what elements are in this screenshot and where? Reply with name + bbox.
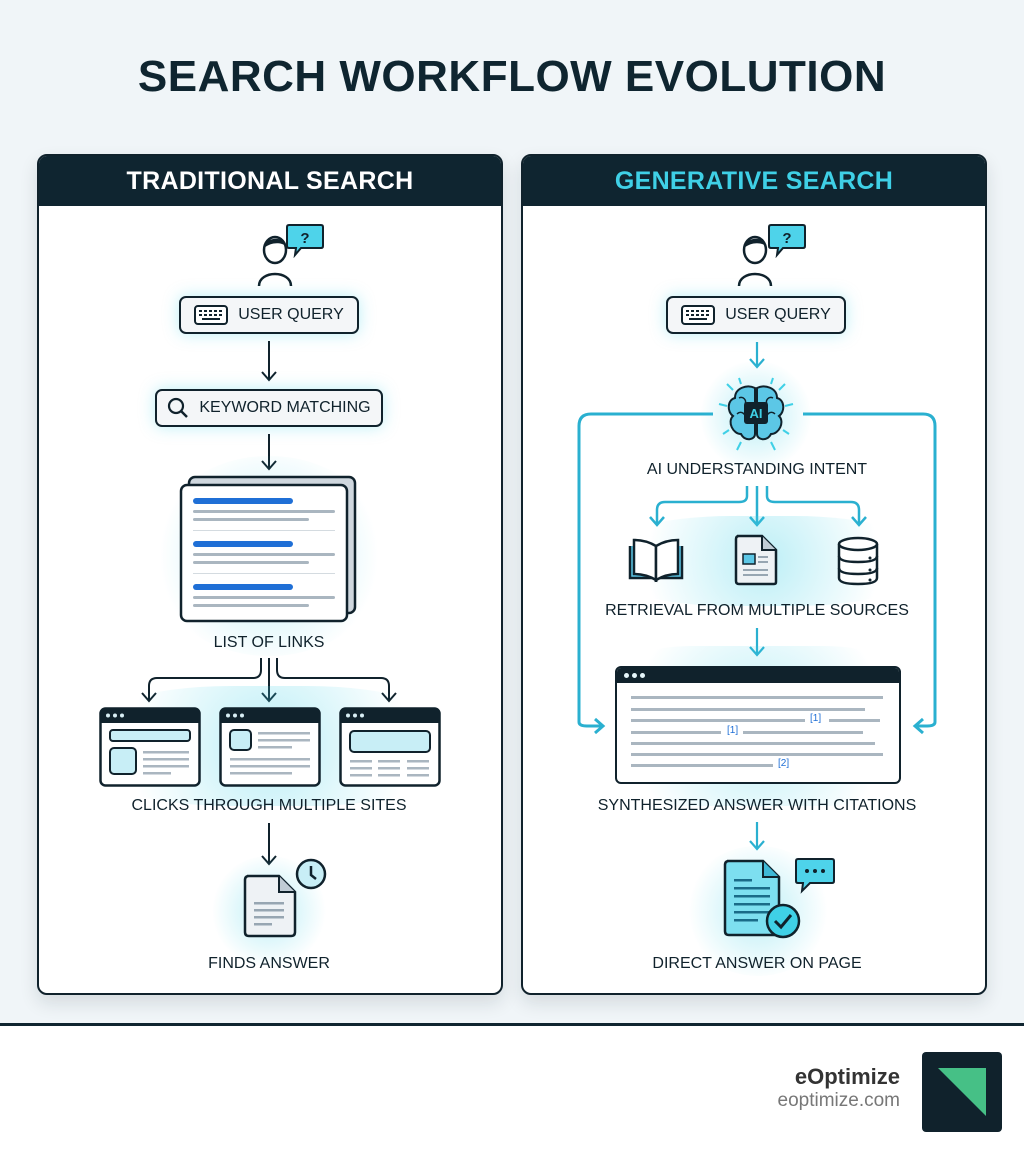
user-query-step: USER QUERY: [666, 296, 846, 334]
clock-icon: [295, 858, 327, 890]
page-title: SEARCH WORKFLOW EVOLUTION: [137, 52, 887, 101]
retrieval-label: RETRIEVAL FROM MULTIPLE SOURCES: [605, 602, 909, 619]
brand-name: eOptimize: [794, 1064, 900, 1089]
finds-answer-label: FINDS ANSWER: [208, 955, 330, 972]
keyword-matching-label: KEYWORD MATCHING: [199, 399, 371, 416]
browser-window-icon: [99, 707, 201, 787]
question-bubble-icon: ?: [768, 224, 806, 258]
clicks-through-label: CLICKS THROUGH MULTIPLE SITES: [131, 797, 407, 814]
synthesized-answer-window: [1] [1] [2]: [615, 666, 901, 784]
generative-search-header: GENERATIVE SEARCH: [523, 156, 985, 206]
user-icon: [737, 235, 773, 287]
list-of-links-label: LIST OF LINKS: [213, 634, 325, 651]
bypass-flow-lines: [577, 412, 937, 735]
chat-bubble-icon: [795, 858, 835, 894]
citation-marker[interactable]: [2]: [778, 758, 790, 769]
document-check-icon: [723, 859, 801, 939]
user-query-label: USER QUERY: [725, 306, 831, 323]
document-icon: [243, 874, 297, 938]
citation-marker[interactable]: [1]: [727, 725, 739, 736]
arrow-down-icon: [261, 341, 277, 382]
keyboard-icon: [681, 305, 716, 325]
footer-divider: [0, 1023, 1024, 1026]
browser-window-icon: [339, 707, 441, 787]
footer: [0, 1026, 1024, 1154]
book-icon: [628, 538, 684, 583]
ai-badge: AI: [750, 406, 763, 421]
keyboard-icon: [194, 305, 229, 325]
synthesized-label: SYNTHESIZED ANSWER WITH CITATIONS: [597, 797, 917, 814]
ai-brain-icon: AI: [718, 377, 794, 451]
branch-arrows-icon: [141, 658, 397, 703]
generative-search-panel: GENERATIVE SEARCH ? USER QUERY: [521, 154, 987, 995]
citation-marker[interactable]: [1]: [810, 713, 822, 724]
svg-text:?: ?: [782, 230, 791, 247]
arrow-down-icon: [749, 628, 765, 657]
question-bubble-icon: ?: [286, 224, 324, 258]
keyword-matching-step: KEYWORD MATCHING: [155, 389, 383, 427]
browser-window-icon: [219, 707, 321, 787]
traditional-search-panel: TRADITIONAL SEARCH ? USER QUERY KEYWORD …: [37, 154, 503, 995]
arrow-down-icon: [261, 823, 277, 866]
database-icon: [837, 536, 879, 586]
brand-logo: [922, 1052, 1002, 1132]
results-page-icon: [179, 475, 357, 623]
arrow-down-icon: [749, 822, 765, 851]
search-icon: [168, 397, 189, 418]
arrow-down-icon: [749, 342, 765, 369]
user-query-step: USER QUERY: [179, 296, 359, 334]
ai-intent-label: AI UNDERSTANDING INTENT: [646, 461, 868, 478]
branch-arrows-icon: [649, 486, 867, 527]
user-icon: [257, 235, 293, 287]
direct-answer-label: DIRECT ANSWER ON PAGE: [652, 955, 862, 972]
svg-text:?: ?: [300, 230, 309, 247]
traditional-search-header: TRADITIONAL SEARCH: [39, 156, 501, 206]
document-icon: [734, 534, 778, 586]
logo-triangle-icon: [938, 1068, 986, 1116]
brand-url[interactable]: eoptimize.com: [777, 1090, 901, 1111]
user-query-label: USER QUERY: [238, 306, 344, 323]
arrow-down-icon: [261, 434, 277, 471]
